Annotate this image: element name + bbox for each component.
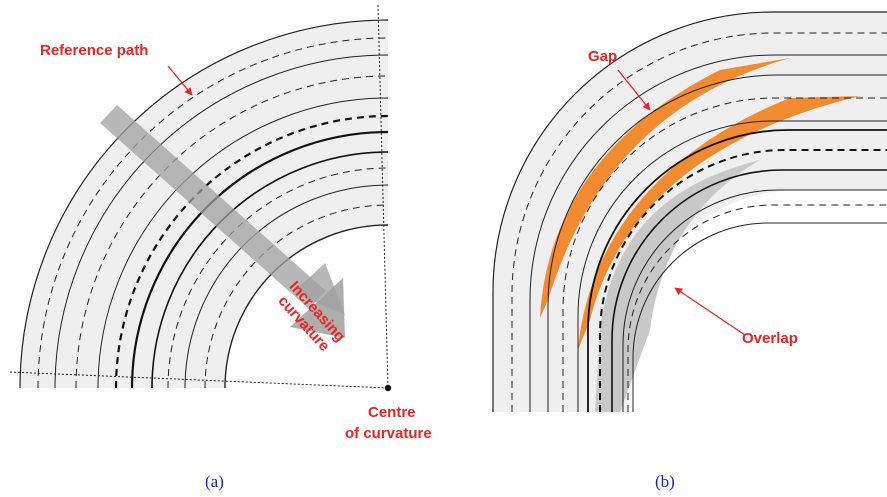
overlap-region <box>595 160 760 412</box>
road-line-inner-1 <box>587 129 887 412</box>
road-line-outer-5 <box>562 97 887 412</box>
road-line-outer-3 <box>529 54 887 412</box>
road-line-inner-2 <box>599 149 887 412</box>
centre-of-curvature-line1: Centre <box>368 404 416 421</box>
road-line-outer-4 <box>547 74 887 412</box>
road-line-inner-3 <box>611 169 887 412</box>
gap-label: Gap <box>588 48 618 65</box>
gap-region-outer <box>540 58 790 318</box>
lane-center-3 <box>114 114 389 389</box>
road-line-inner-5 <box>627 204 887 412</box>
increasing-curvature-arrow-head <box>290 278 345 338</box>
road-line-outer-6 <box>577 120 887 412</box>
road-line-inner-4 <box>622 189 887 412</box>
reference-path-label: Reference path <box>40 42 149 59</box>
road-band-outer <box>493 12 887 412</box>
horizontal-axis-dotted <box>9 371 389 389</box>
centre-point <box>384 384 392 392</box>
gap-region-inner <box>578 96 860 350</box>
caption-a: (a) <box>205 472 224 491</box>
caption-b: (b) <box>655 472 675 491</box>
reference-path-pointer <box>167 65 193 96</box>
lane-center-5 <box>204 204 389 389</box>
centre-of-curvature-line2: of curvature <box>345 425 432 442</box>
road-line-inner-6 <box>632 222 887 412</box>
overlap-pointer <box>674 287 746 336</box>
lane-center-1 <box>37 37 389 389</box>
panel-b-lanes <box>492 11 887 412</box>
road-line-outer-1 <box>492 11 887 412</box>
gap-pointer <box>617 69 651 111</box>
increasing-curvature-arrow-shaft <box>100 105 326 309</box>
overlap-label: Overlap <box>742 330 798 347</box>
